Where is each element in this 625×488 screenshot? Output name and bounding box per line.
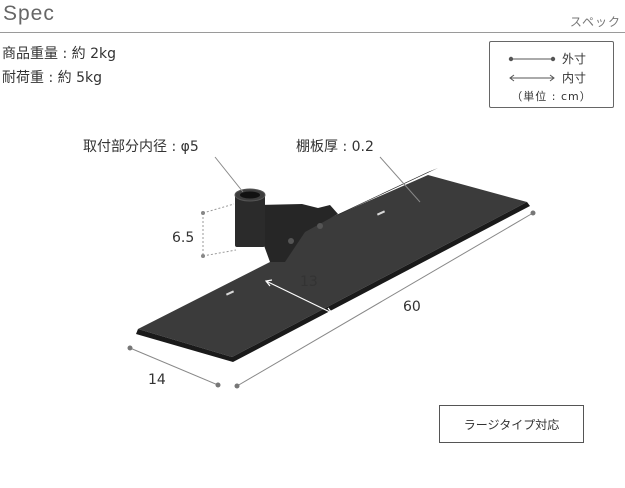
label-width: 60: [403, 299, 421, 315]
legend-unit: （単位 : cm）: [511, 90, 592, 103]
mount-clamp-hole: [240, 191, 260, 199]
bracket-plate: [258, 204, 338, 262]
bracket-screw: [288, 238, 294, 244]
legend-box: 外寸 内寸 （単位 : cm）: [489, 41, 614, 108]
header-subtitle: スペック: [569, 15, 621, 29]
header-divider: [0, 32, 625, 33]
slot-mark: [225, 290, 235, 296]
label-bracket-height: 6.5: [172, 230, 195, 246]
legend-inner-label: 内寸: [562, 71, 587, 85]
mount-clamp: [235, 195, 265, 247]
leader-line-thickness: [379, 156, 421, 203]
dim-line-depth: [129, 347, 219, 386]
leader-line-diameter: [214, 156, 244, 193]
outer-dimension-icon: [508, 56, 556, 61]
shelf-plate: [138, 175, 527, 357]
dim-line-width: [236, 212, 534, 387]
spec-product-weight: 商品重量 : 約 2kg: [2, 46, 116, 62]
large-type-badge: ラージタイプ対応: [439, 405, 584, 443]
spec-load-capacity: 耐荷重 : 約 5kg: [2, 70, 102, 86]
header-title: Spec: [3, 2, 55, 25]
bracket-screw: [317, 223, 323, 229]
legend-row-inner: 内寸: [508, 69, 586, 86]
label-pipe-inner-diameter: 取付部分内径 : φ5: [83, 139, 199, 155]
legend-outer-label: 外寸: [562, 52, 587, 66]
slot-mark: [376, 210, 386, 216]
label-inner-depth: 13: [300, 274, 318, 290]
label-shelf-thickness: 棚板厚 : 0.2: [296, 139, 374, 155]
inner-dimension-icon: [509, 74, 555, 81]
legend-row-outer: 外寸: [508, 50, 586, 67]
dim-line-inner-depth: [265, 280, 333, 314]
label-depth: 14: [148, 372, 166, 388]
shelf-back-lip: [330, 168, 438, 218]
